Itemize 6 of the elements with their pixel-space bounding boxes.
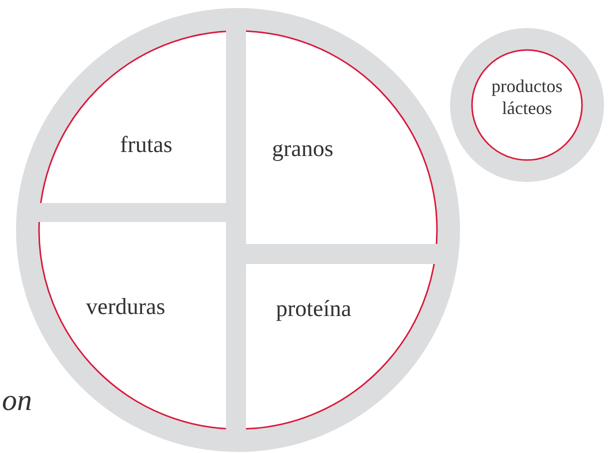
- food-group-label: productos lácteos: [490, 76, 564, 120]
- food-group-label: verduras: [86, 294, 166, 320]
- food-group-label: proteína: [276, 296, 352, 322]
- food-group-label: granos: [272, 136, 334, 162]
- food-group-label: frutas: [120, 132, 172, 158]
- text-fragment: on: [2, 384, 32, 418]
